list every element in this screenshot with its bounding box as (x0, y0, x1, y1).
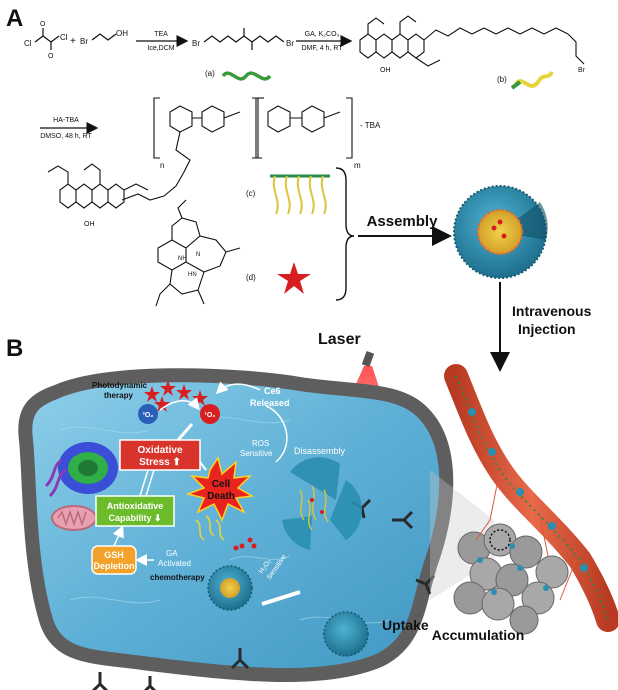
vessel-wall-dots (455, 375, 609, 621)
legend-c-label: (c) (246, 189, 256, 198)
reagent-3: HA-TBA (53, 117, 79, 124)
uptake-label: Uptake (382, 617, 429, 633)
reagent-2: GA, K₂CO₃ (305, 31, 340, 38)
oxidative-label-1: Oxidative (137, 445, 182, 456)
h2o2-molecules (233, 537, 257, 551)
chemo-label: chemotherapy (150, 573, 205, 582)
reagent-1: TEA (154, 31, 168, 38)
svg-text:Br: Br (286, 39, 294, 48)
cl-label-left: Cl (24, 39, 32, 48)
svg-text:OH: OH (84, 221, 95, 228)
ha-ga-structure (47, 163, 149, 209)
ros-label-1: ROS (252, 439, 269, 448)
oxidative-label-2: Stress ⬆ (139, 457, 181, 468)
nanoparticle-icon (453, 185, 548, 279)
svg-text:NH: NH (178, 256, 187, 262)
antiox-label-2: Capability ⬇ (108, 513, 161, 523)
svg-text:+: + (70, 36, 76, 47)
ha-polymer-structure (121, 97, 353, 201)
svg-text:O: O (40, 21, 46, 28)
triplet-oxygen-icon (138, 404, 158, 424)
condition-2: DMF, 4 h, RT (301, 45, 343, 52)
external-nanoparticle (323, 611, 369, 657)
antioxidative-box (95, 495, 175, 527)
intravenous-label-1: Intravenous (512, 303, 592, 319)
oxidative-stress-box (119, 439, 201, 471)
linker-structure: Br Br (192, 28, 294, 50)
ga-linker-structure (359, 15, 585, 67)
oh-label-1: OH (116, 29, 128, 38)
br-label-1: Br (80, 37, 88, 46)
legend-d-label: (d) (246, 273, 256, 282)
vessel-nanoparticles (468, 408, 588, 572)
photodynamic-label-2: therapy (104, 391, 133, 400)
bromopropanol-structure: Br OH (80, 29, 128, 46)
disassembly-label: Disassembly (294, 446, 346, 456)
cell-death-label-1: Cell (212, 479, 231, 490)
ce6-star-icon (277, 262, 311, 294)
mitochondria-organelle (51, 505, 97, 531)
gsh-label-1: GSH (104, 550, 124, 560)
svg-text:O: O (48, 53, 54, 60)
ros-label-2: Sensitive (240, 449, 273, 458)
released-ga-strands (195, 515, 225, 541)
panel-a-label: A (6, 5, 23, 32)
panel-b-label: B (6, 335, 23, 362)
tumor-nanoparticles (477, 543, 549, 595)
uptake-arrow (261, 590, 301, 606)
svg-text:Br: Br (578, 67, 586, 74)
subscript-m: m (354, 161, 361, 170)
er-organelle (44, 458, 67, 498)
triplet-oxygen-label: ³O₂ (143, 412, 154, 419)
grouping-brace (335, 167, 355, 301)
photodynamic-label-1: Photodynamic (92, 381, 148, 390)
ce6-label-1: Ce6 (264, 386, 281, 396)
linker-wave-icon (221, 71, 272, 81)
legend-b-label: (b) (497, 75, 507, 84)
ga-linker-icon (514, 70, 554, 88)
condition-1: Ice,DCM (147, 45, 174, 52)
subscript-n: n (160, 161, 164, 170)
svg-text:HN: HN (188, 272, 197, 278)
internalized-nanoparticle (207, 565, 253, 611)
laser-label: Laser (318, 331, 361, 348)
accumulation-label: Accumulation (432, 627, 525, 643)
cell-death-label-2: Death (207, 491, 235, 502)
svg-text:Br: Br (192, 39, 200, 48)
ce6-stars (144, 380, 208, 412)
disassembling-nanoparticle (282, 457, 363, 550)
golgi-organelle (58, 442, 118, 494)
condition-3: DMSO, 48 h, RT (40, 133, 92, 140)
oxalyl-chloride-structure: Cl Cl O O (24, 21, 68, 60)
assembly-label: Assembly (367, 213, 439, 230)
singlet-oxygen-icon (200, 404, 220, 424)
intravenous-label-2: Injection (518, 321, 576, 337)
svg-text:N: N (196, 252, 200, 258)
laser-device-icon (361, 351, 375, 367)
legend-a-label: (a) (205, 69, 215, 78)
gsh-label-2: Depletion (93, 561, 134, 571)
ga-label-2: Activated (158, 559, 191, 568)
ce6-label-2: Released (250, 398, 290, 408)
capillaries (475, 469, 577, 601)
tba-label: - TBA (360, 121, 381, 130)
singlet-oxygen-label: ¹O₂ (205, 412, 216, 419)
cl-label-right: Cl (60, 33, 68, 42)
svg-text:OH: OH (380, 67, 391, 74)
cell-death-burst (185, 456, 255, 522)
ce6-structure (155, 199, 241, 307)
antiox-label-1: Antioxidative (107, 501, 164, 511)
ha-ga-conjugate-icon (270, 174, 330, 215)
ga-label-1: GA (166, 549, 178, 558)
